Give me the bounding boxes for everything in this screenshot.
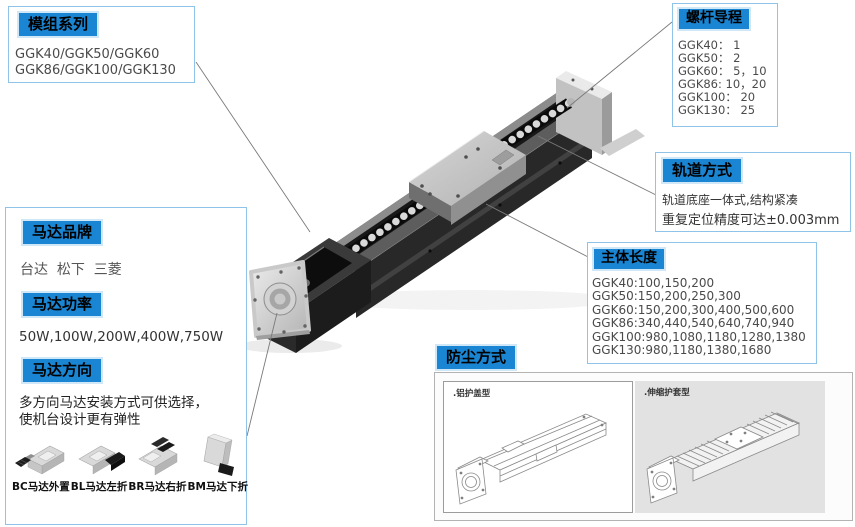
rail-type-title: 轨道方式	[663, 159, 742, 182]
rail-type-box: 轨道方式 轨道底座一体式,结构紧凑 重复定位精度可达±0.003mm	[655, 152, 851, 232]
body-length-box: 主体长度 GGK40:100,150,200 GGK50:150,200,250…	[587, 242, 817, 364]
motor-mount-housing	[254, 238, 371, 353]
motor-variant-label: BL马达左折	[70, 481, 128, 493]
lead-line: GGK100： 20	[678, 90, 756, 104]
motor-brand-title: 马达品牌	[23, 221, 102, 244]
motor-variant-icons	[14, 432, 244, 478]
bellows-cover-drawing	[646, 411, 800, 504]
lead-line: GGK50： 2	[678, 51, 741, 65]
motor-direction-title: 马达方向	[23, 359, 102, 382]
lead-line: GGK130： 25	[678, 103, 756, 117]
body-length-title: 主体长度	[594, 249, 664, 269]
ball-screw	[336, 98, 575, 264]
carriage-block	[408, 130, 526, 225]
lead-line: GGK60： 5，10	[678, 64, 767, 78]
callout-line-rail	[537, 135, 657, 196]
motor-power-title: 马达功率	[23, 293, 102, 316]
dust-proof-panel: .铝护盖型 .伸缩护套型	[434, 372, 853, 521]
motor-variant-label: BC马达外置	[12, 481, 70, 493]
screw-lead-title: 螺杆导程	[679, 9, 749, 29]
bellows-cover-label: .伸缩护套型	[644, 388, 690, 398]
motor-brands: 台达 松下 三菱	[20, 262, 122, 278]
callout-line-lead	[566, 21, 673, 109]
length-line: GGK40:100,150,200	[592, 276, 715, 290]
callout-line-length	[485, 203, 591, 259]
motor-right-fold-icon	[138, 437, 178, 476]
bellows-cover-figure: .伸缩护套型	[635, 381, 825, 513]
aluminum-cover-drawing	[455, 413, 607, 505]
length-line: GGK50:150,200,250,300	[592, 289, 741, 304]
length-line: GGK60:150,200,300,400,500,600	[592, 302, 795, 317]
module-shadow	[238, 339, 342, 353]
motor-direction-desc: 多方向马达安装方式可供选择，	[19, 395, 208, 411]
aluminum-cover-figure: .铝护盖型	[443, 381, 633, 513]
motor-down-fold-icon	[203, 433, 234, 476]
dust-proof-title: 防尘方式	[437, 346, 516, 369]
motor-external-icon	[15, 445, 65, 475]
callout-line-motor	[246, 312, 278, 437]
series-line: GGK86/GGK100/GGK130	[15, 63, 176, 78]
motor-direction-desc: 使机台设计更有弹性	[19, 412, 141, 428]
motor-variant-label: BM马达下折	[187, 481, 248, 493]
series-box-title: 模组系列	[19, 13, 98, 36]
length-line: GGK100:980,1080,1180,1280,1380	[592, 329, 806, 344]
end-support-bracket	[556, 71, 645, 156]
motor-variant-labels: BC马达外置 BL马达左折 BR马达右折 BM马达下折	[12, 479, 248, 494]
motor-variant-label: BR马达右折	[128, 481, 187, 493]
series-box: 模组系列 GGK40/GGK50/GGK60 GGK86/GGK100/GGK1…	[8, 6, 195, 83]
length-line: GGK130:980,1180,1380,1680	[592, 343, 772, 357]
motor-power: 50W,100W,200W,400W,750W	[19, 329, 224, 345]
rail-line: 轨道底座一体式,结构紧凑	[662, 193, 798, 207]
rail-line: 重复定位精度可达±0.003mm	[662, 213, 840, 228]
motor-left-fold-icon	[78, 445, 125, 475]
series-line: GGK40/GGK50/GGK60	[15, 47, 160, 62]
module-body	[322, 92, 593, 318]
aluminum-cover-label: .铝护盖型	[453, 389, 491, 399]
lead-line: GGK86: 10，20	[678, 77, 767, 91]
screw-lead-box: 螺杆导程 GGK40： 1 GGK50： 2 GGK60： 5，10 GGK86…	[672, 3, 778, 127]
motor-mount-plate	[249, 260, 311, 340]
lead-line: GGK40： 1	[678, 38, 741, 52]
length-line: GGK86:340,440,540,640,740,940	[592, 316, 795, 331]
motor-box: 马达品牌 台达 松下 三菱 马达功率 50W,100W,200W,400W,75…	[5, 207, 248, 525]
module-shadow	[320, 290, 620, 310]
